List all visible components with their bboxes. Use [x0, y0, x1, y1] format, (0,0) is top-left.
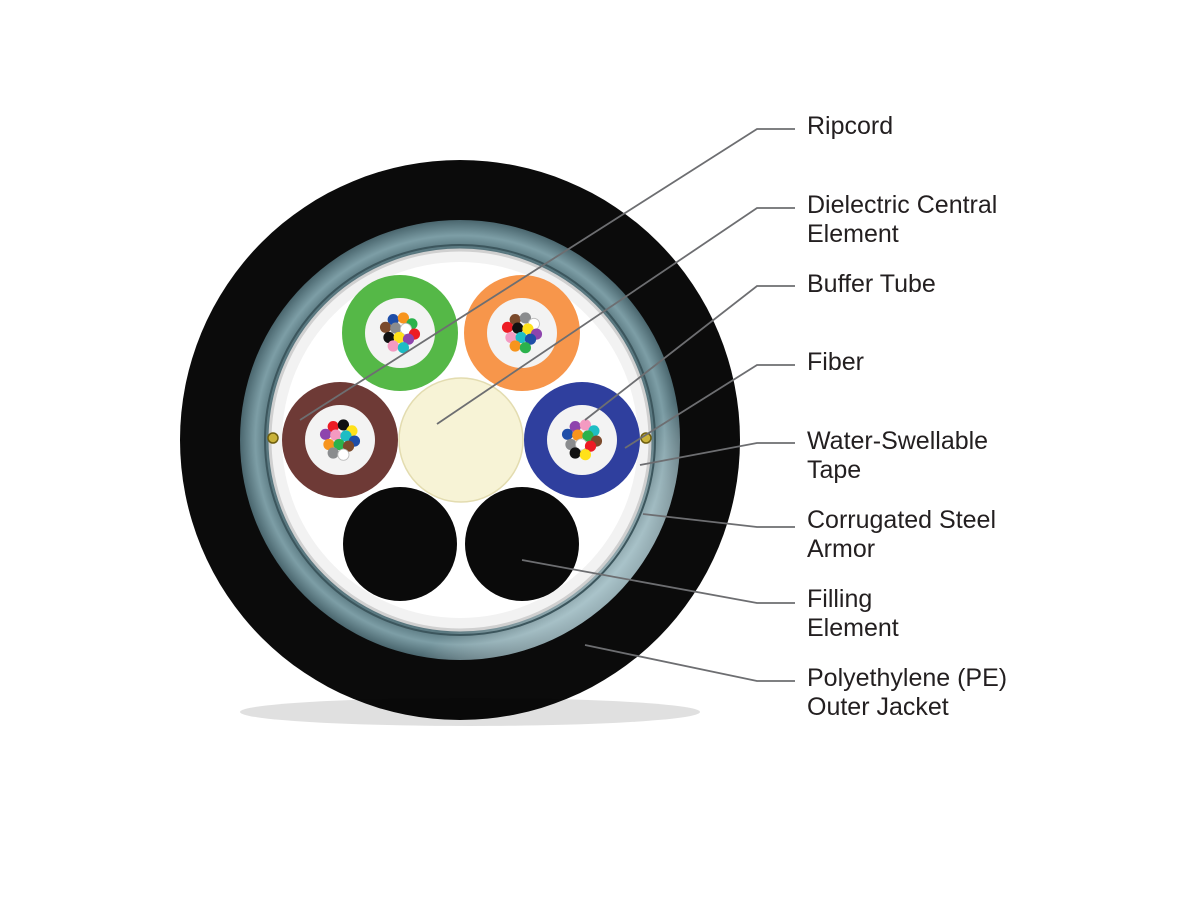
fiber	[402, 333, 415, 345]
label-ripcord: Ripcord	[807, 112, 893, 140]
leader-line-filling-element	[521, 559, 795, 604]
fiber	[397, 312, 409, 324]
label-pe-outer-jacket: Polyethylene (PE)Outer Jacket	[807, 664, 1007, 721]
fiber	[327, 421, 339, 433]
buffer-tube-blue	[524, 382, 640, 498]
fiber	[327, 447, 339, 459]
fiber	[561, 428, 574, 440]
armor-inner-edge	[264, 244, 656, 636]
fiber	[340, 430, 352, 442]
fiber	[515, 331, 527, 344]
fiber	[519, 342, 532, 354]
fiber	[524, 333, 537, 345]
fiber	[522, 323, 534, 335]
label-fiber: Fiber	[807, 348, 864, 376]
fiber	[390, 322, 402, 334]
fiber	[569, 447, 581, 459]
fiber	[379, 321, 392, 333]
buffer-tube-brown	[282, 382, 398, 498]
fiber	[519, 312, 532, 324]
ripcord-left	[267, 432, 279, 444]
fiber	[337, 419, 349, 431]
fiber	[387, 340, 399, 352]
fiber	[505, 331, 517, 344]
fiber	[333, 438, 345, 451]
fiber	[330, 429, 342, 441]
fiber	[512, 322, 524, 334]
fiber	[582, 430, 594, 442]
jacket-shadow	[240, 698, 700, 726]
dielectric-central-element	[398, 377, 524, 503]
fiber	[584, 440, 597, 452]
leader-line-dielectric-central-element	[436, 207, 795, 425]
fiber	[572, 429, 584, 441]
fiber	[387, 314, 399, 326]
filling-element	[465, 487, 579, 601]
label-buffer-tube: Buffer Tube	[807, 270, 936, 298]
buffer-tube-orange	[464, 275, 580, 391]
fiber	[342, 440, 355, 452]
leader-line-fiber	[624, 364, 795, 449]
leader-line-ripcord	[299, 128, 795, 421]
fiber	[393, 331, 405, 344]
leader-lines	[299, 128, 795, 682]
fiber	[323, 438, 335, 451]
fiber	[565, 438, 577, 451]
fiber	[501, 321, 514, 333]
fiber	[337, 448, 350, 461]
filling-element	[343, 487, 457, 601]
fiber	[579, 419, 592, 431]
fiber	[319, 428, 332, 440]
leader-line-pe-outer-jacket	[584, 644, 795, 682]
leader-line-buffer-tube	[584, 285, 795, 421]
fiber	[579, 449, 592, 461]
fiber	[509, 340, 521, 352]
fiber	[509, 314, 521, 326]
fiber	[397, 342, 409, 354]
leader-line-corrugated-steel-armor	[642, 513, 795, 528]
fiber	[569, 421, 581, 433]
leader-line-water-swellable-tape	[639, 442, 795, 466]
fiber	[383, 331, 395, 344]
buffer-tube-green	[342, 275, 458, 391]
